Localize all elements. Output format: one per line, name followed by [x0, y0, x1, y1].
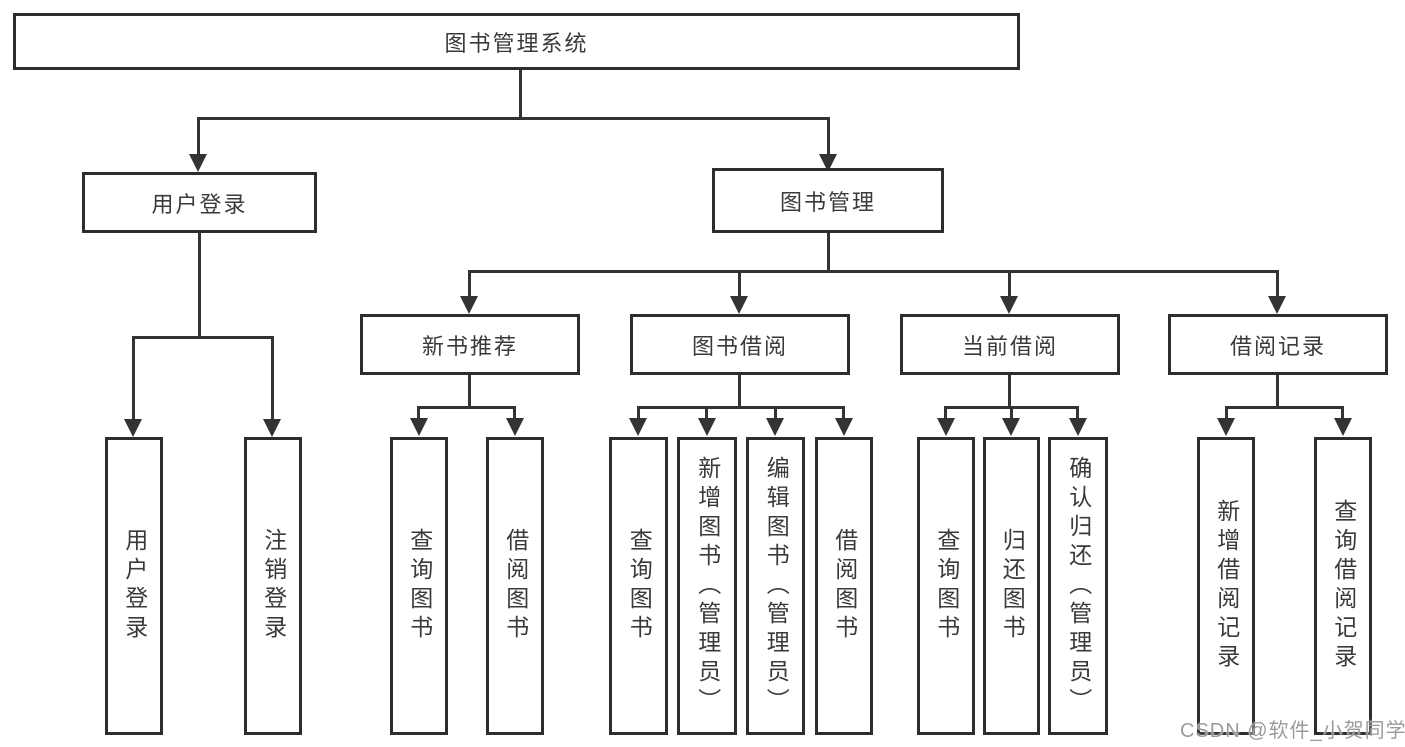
leaf-cb-confirm-return-admin: 确认归还（管理员）	[1048, 437, 1108, 735]
node-label: 确认归还（管理员）	[1065, 455, 1092, 717]
arrowhead-down-icon	[410, 418, 428, 436]
leaf-user-login: 用户登录	[105, 437, 163, 735]
connector-bb-stub	[738, 375, 741, 406]
arrowhead-down-icon	[698, 418, 716, 436]
leaf-bb-edit-books-admin: 编辑图书（管理员）	[746, 437, 805, 735]
node-label: 注销登录	[260, 528, 287, 644]
arrowhead-down-icon	[835, 418, 853, 436]
connector-to-leaf	[944, 406, 947, 420]
node-label: 图书管理系统	[444, 30, 589, 56]
node-label: 新书推荐	[421, 333, 518, 359]
connector-to-user-login	[197, 117, 200, 156]
connector-root-stub	[519, 70, 522, 118]
arrowhead-down-icon	[1000, 296, 1018, 314]
node-current-borrowing: 当前借阅	[900, 314, 1120, 375]
arrowhead-down-icon	[819, 154, 837, 172]
node-label: 当前借阅	[961, 333, 1058, 359]
connector-book-management-stub	[827, 233, 830, 272]
arrowhead-down-icon	[1217, 418, 1235, 436]
connector-level3-bar	[468, 270, 1279, 273]
arrowhead-down-icon	[730, 296, 748, 314]
node-label: 借阅图书	[502, 528, 529, 644]
node-label: 查询借阅记录	[1330, 499, 1357, 673]
node-book-borrowing: 图书借阅	[630, 314, 850, 375]
connector-user-login-bar	[132, 336, 273, 339]
arrowhead-down-icon	[937, 418, 955, 436]
arrowhead-down-icon	[189, 154, 207, 172]
node-label: 借阅记录	[1229, 333, 1326, 359]
arrowhead-down-icon	[629, 418, 647, 436]
node-label: 查询图书	[933, 528, 960, 644]
leaf-bb-query-books: 查询图书	[609, 437, 668, 735]
connector-nbr-bar	[417, 406, 516, 409]
connector-to-book-borrow	[738, 270, 741, 299]
connector-level2-bar	[197, 117, 830, 120]
connector-to-current-borrow	[1008, 270, 1011, 299]
arrowhead-down-icon	[1002, 418, 1020, 436]
arrowhead-down-icon	[1069, 418, 1087, 436]
connector-nbr-stub	[468, 375, 471, 406]
leaf-nbr-borrow-books: 借阅图书	[486, 437, 544, 735]
connector-to-leaf	[132, 336, 135, 420]
connector-to-leaf	[637, 406, 640, 420]
arrowhead-down-icon	[766, 418, 784, 436]
connector-to-book-management	[827, 117, 830, 156]
leaf-cb-return-books: 归还图书	[983, 437, 1040, 735]
leaf-br-query-record: 查询借阅记录	[1314, 437, 1372, 735]
node-new-book-recommendation: 新书推荐	[360, 314, 580, 375]
connector-to-leaf	[705, 406, 708, 420]
arrowhead-down-icon	[460, 296, 478, 314]
connector-to-leaf	[1225, 406, 1228, 420]
connector-br-bar	[1225, 406, 1344, 409]
node-label: 查询图书	[406, 528, 433, 644]
connector-to-new-book	[468, 270, 471, 299]
node-label: 用户登录	[151, 191, 248, 217]
arrowhead-down-icon	[124, 419, 142, 437]
leaf-nbr-query-books: 查询图书	[390, 437, 448, 735]
connector-to-borrow-records	[1276, 270, 1279, 299]
arrowhead-down-icon	[506, 418, 524, 436]
node-user-login: 用户登录	[82, 172, 317, 233]
leaf-logout: 注销登录	[244, 437, 302, 735]
csdn-watermark: CSDN @软件_小贺同学	[1180, 720, 1405, 742]
leaf-cb-query-books: 查询图书	[917, 437, 975, 735]
leaf-br-add-record: 新增借阅记录	[1197, 437, 1255, 735]
node-label: 查询图书	[626, 528, 653, 644]
connector-to-leaf	[513, 406, 516, 420]
arrowhead-down-icon	[1334, 418, 1352, 436]
connector-to-leaf	[774, 406, 777, 420]
connector-to-leaf	[1341, 406, 1344, 420]
connector-to-leaf	[417, 406, 420, 420]
arrowhead-down-icon	[1268, 296, 1286, 314]
node-library-system: 图书管理系统	[13, 13, 1020, 70]
connector-to-leaf	[842, 406, 845, 420]
node-book-management: 图书管理	[712, 168, 944, 233]
leaf-bb-add-books-admin: 新增图书（管理员）	[677, 437, 737, 735]
connector-br-stub	[1276, 375, 1279, 406]
connector-to-leaf	[271, 336, 274, 420]
node-label: 图书管理	[779, 189, 876, 215]
connector-to-leaf	[1076, 406, 1079, 420]
connector-user-login-stub	[198, 233, 201, 336]
node-label: 新增图书（管理员）	[694, 455, 721, 717]
node-label: 借阅图书	[831, 528, 858, 644]
node-label: 编辑图书（管理员）	[763, 455, 790, 717]
connector-cb-stub	[1008, 375, 1011, 406]
arrowhead-down-icon	[263, 419, 281, 437]
connector-bb-bar	[637, 406, 845, 409]
node-borrowing-records: 借阅记录	[1168, 314, 1388, 375]
node-label: 图书借阅	[691, 333, 788, 359]
node-label: 归还图书	[999, 528, 1026, 644]
node-label: 用户登录	[121, 528, 148, 644]
leaf-bb-borrow-books: 借阅图书	[815, 437, 873, 735]
connector-to-leaf	[1010, 406, 1013, 420]
node-label: 新增借阅记录	[1213, 499, 1240, 673]
